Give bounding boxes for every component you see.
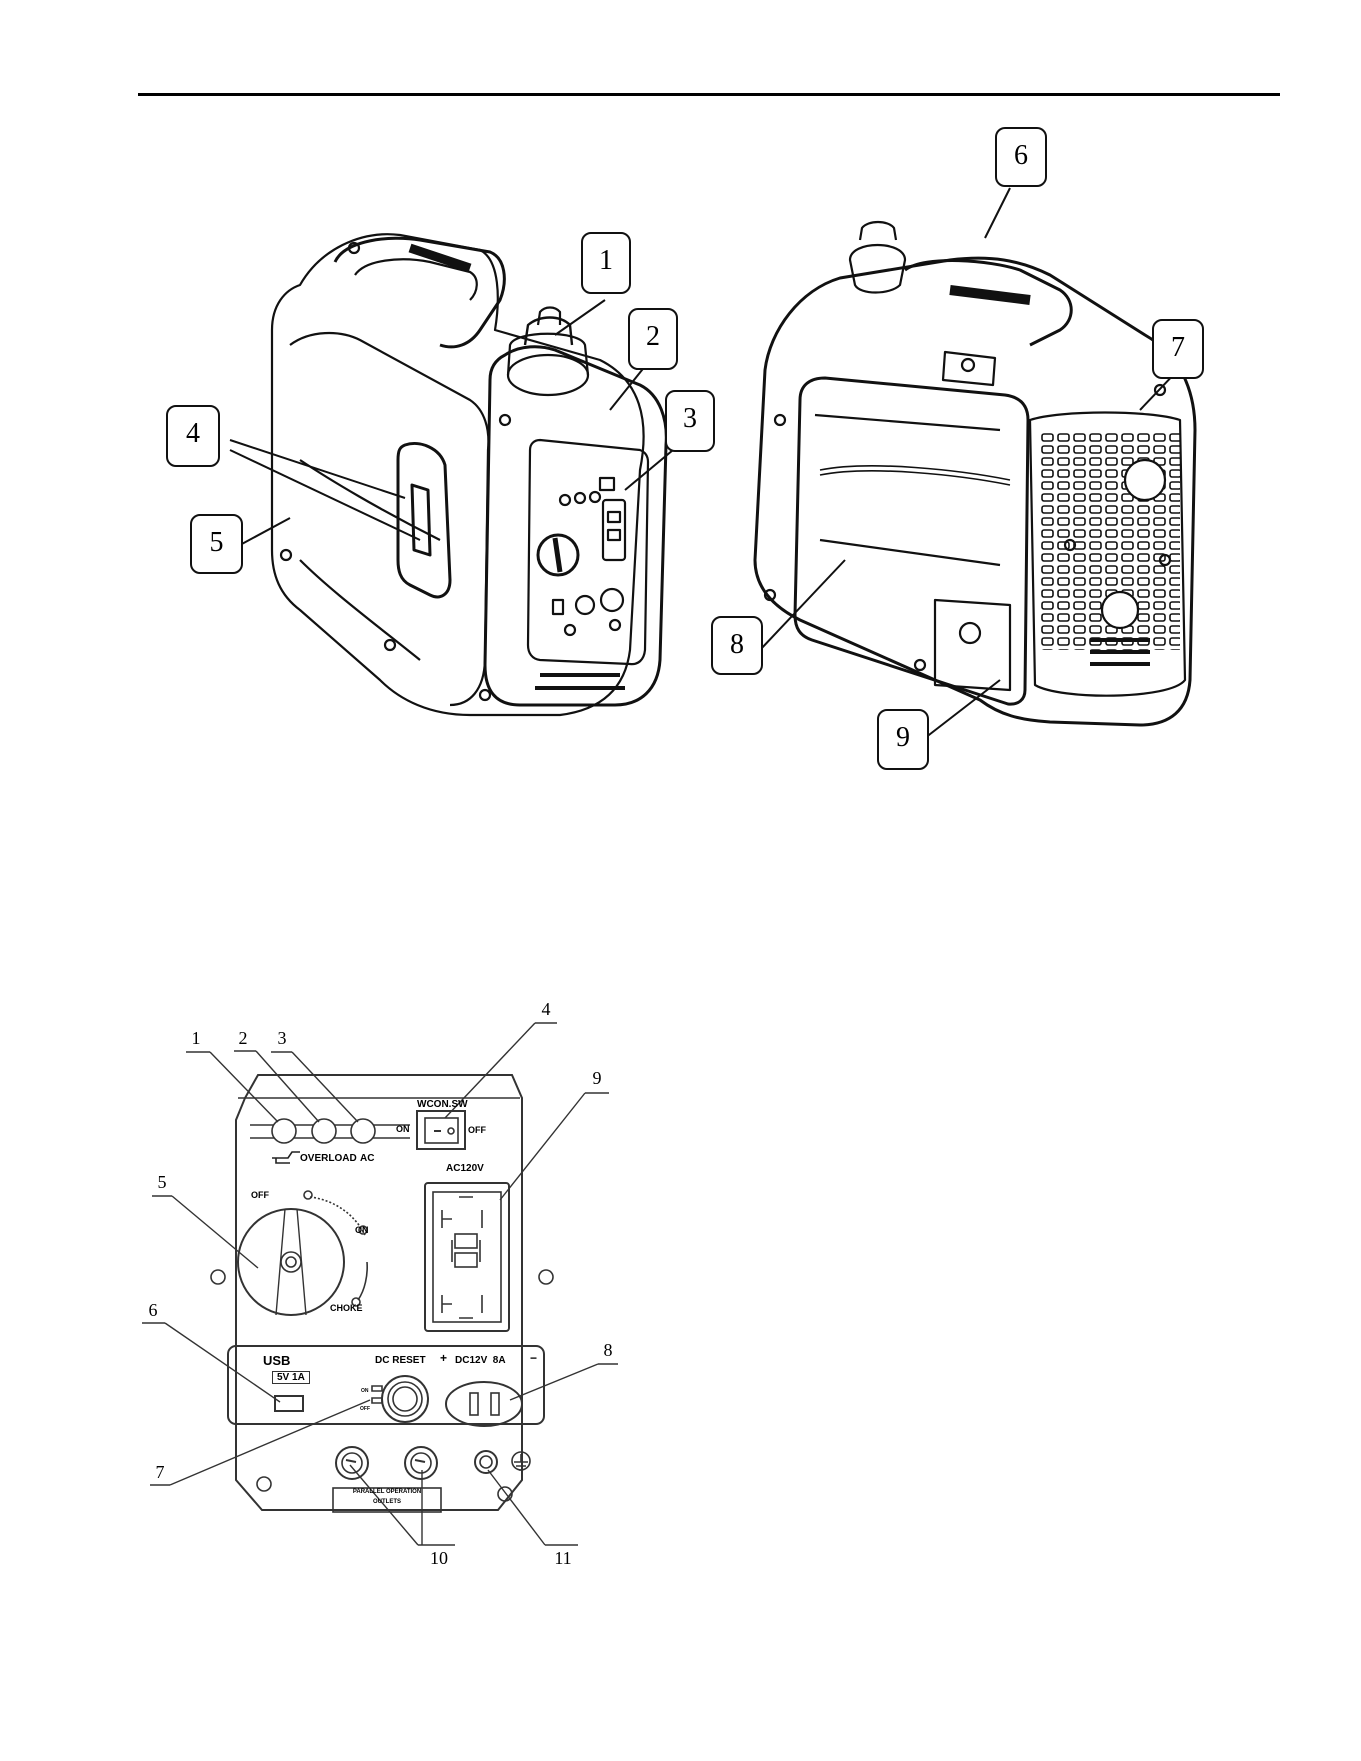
- ac-label: AC: [360, 1153, 374, 1164]
- switch-title-label: WCON.SW: [417, 1099, 468, 1110]
- panel-callout-8: 8: [598, 1340, 618, 1361]
- usb-rating-label: 5V 1A: [272, 1371, 310, 1384]
- panel-callout-2: 2: [233, 1028, 253, 1049]
- parallel-outlets-line1: PARALLEL OPERATION: [334, 1489, 440, 1495]
- dc-reset-on-label: ON: [361, 1388, 369, 1394]
- usb-label: USB: [263, 1353, 290, 1368]
- dc-outlet-label: DC12V 8A: [455, 1355, 506, 1366]
- left-callouts: [167, 233, 714, 573]
- callout-label-6: 6: [996, 140, 1046, 172]
- panel-callout-7: 7: [150, 1462, 170, 1483]
- callout-label-1: 1: [582, 245, 630, 277]
- overload-label: OVERLOAD: [300, 1153, 357, 1164]
- callout-label-2: 2: [629, 321, 677, 353]
- panel-callout-11: 11: [548, 1548, 578, 1569]
- panel-callout-4: 4: [536, 999, 556, 1020]
- panel-callout-10: 10: [424, 1548, 454, 1569]
- panel-callout-1: 1: [186, 1028, 206, 1049]
- dc-reset-off-label: OFF: [360, 1406, 370, 1412]
- callout-label-5: 5: [191, 527, 242, 559]
- panel-callout-5: 5: [152, 1172, 172, 1193]
- callout-label-8: 8: [712, 629, 762, 661]
- choke-on-label: ON: [355, 1225, 369, 1235]
- generator-rear-view: [755, 222, 1195, 725]
- callout-label-4: 4: [167, 418, 219, 450]
- dc-plus-label: +: [440, 1351, 447, 1365]
- dc-reset-label: DC RESET: [375, 1355, 426, 1366]
- choke-off-label: OFF: [251, 1190, 269, 1200]
- switch-on-label: ON: [396, 1124, 410, 1134]
- choke-label: CHOKE: [330, 1303, 363, 1313]
- callout-label-9: 9: [878, 722, 928, 754]
- callout-label-3: 3: [666, 403, 714, 435]
- callout-label-7: 7: [1153, 332, 1203, 364]
- switch-off-label: OFF: [468, 1125, 486, 1135]
- panel-callout-6: 6: [143, 1300, 163, 1321]
- dc-minus-label: −: [530, 1351, 537, 1365]
- left-leader-lines: [230, 300, 685, 545]
- parallel-outlets-line2: OUTLETS: [334, 1499, 440, 1505]
- panel-callout-9: 9: [587, 1068, 607, 1089]
- panel-callout-3: 3: [272, 1028, 292, 1049]
- generator-front-view: [272, 234, 666, 715]
- outlet-title-label: AC120V: [446, 1163, 484, 1174]
